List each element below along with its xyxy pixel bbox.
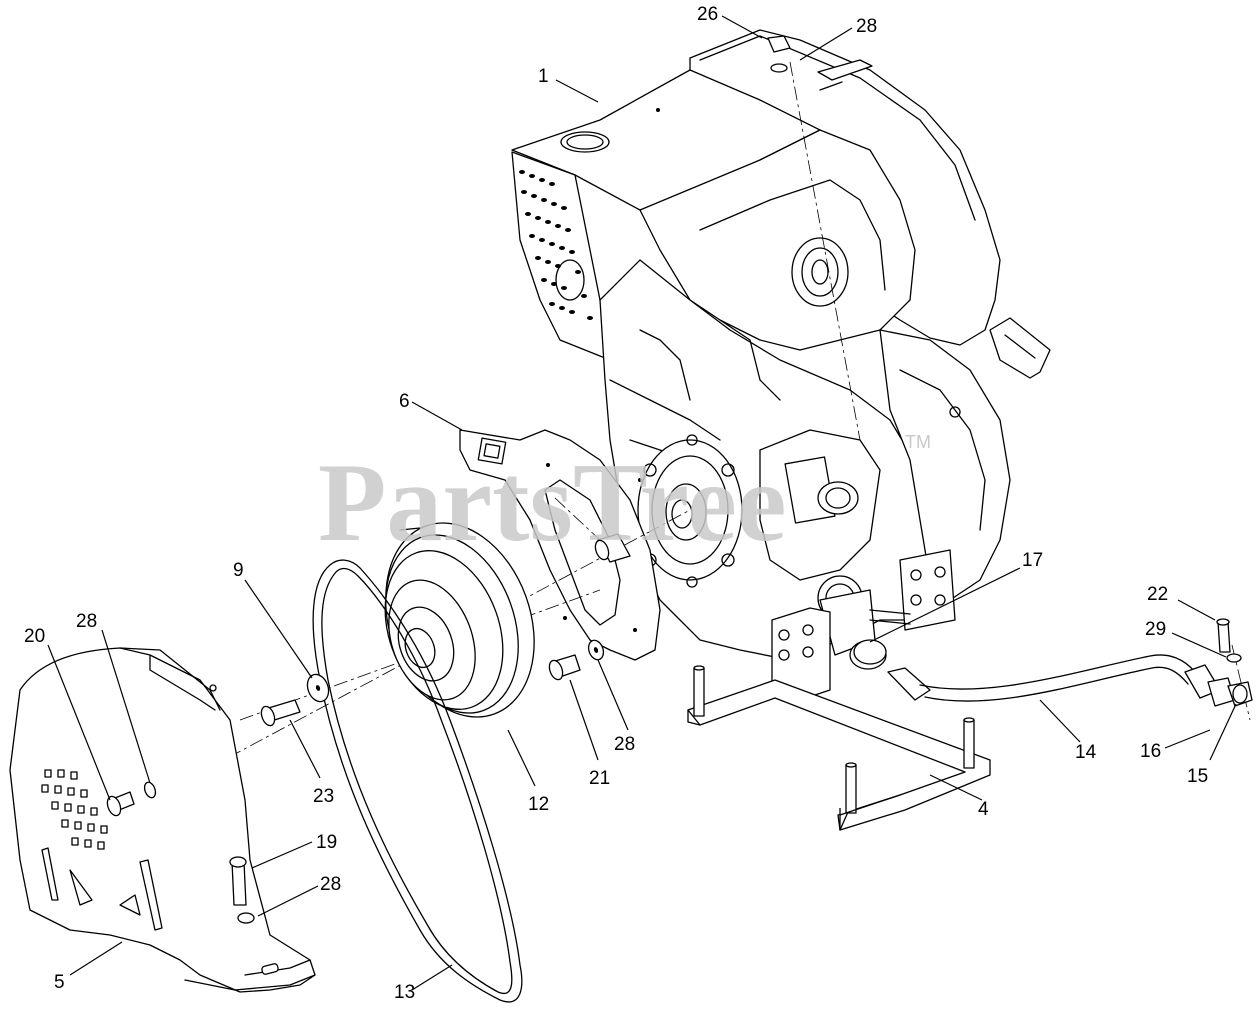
- callout-15: 15: [1187, 766, 1208, 787]
- watermark-text: PartsTree: [318, 441, 787, 565]
- callout-9: 9: [233, 560, 244, 581]
- callout-28: 28: [320, 874, 341, 895]
- callout-13: 13: [394, 982, 415, 1003]
- leader-lines: [47, 15, 1237, 991]
- oil-drain-hose: [853, 639, 1253, 707]
- shaft-spacer: [594, 533, 631, 563]
- watermark: PartsTree TM: [318, 432, 931, 565]
- watermark-trademark: TM: [905, 432, 931, 452]
- callout-4: 4: [978, 799, 989, 820]
- callout-12: 12: [528, 794, 549, 815]
- callout-21: 21: [589, 768, 610, 789]
- drive-belt: [312, 559, 523, 1003]
- callout-28: 28: [614, 734, 635, 755]
- callout-6: 6: [399, 391, 410, 412]
- callout-5: 5: [54, 972, 65, 993]
- part-callouts: 26 28 1 6 9 28 20 17 22 29 14 16 15 28 2…: [24, 4, 1208, 1003]
- belt-guard: [9, 647, 316, 993]
- engine-base-frame: [687, 665, 991, 831]
- guard-vent-slots: [41, 769, 108, 850]
- callout-26: 26: [697, 4, 718, 25]
- callout-23: 23: [313, 786, 334, 807]
- cooling-grille: [519, 170, 593, 320]
- callout-28: 28: [76, 611, 97, 632]
- callout-14: 14: [1075, 742, 1097, 763]
- callout-1: 1: [538, 66, 549, 87]
- callout-19: 19: [316, 832, 337, 853]
- callout-29: 29: [1145, 619, 1166, 640]
- callout-22: 22: [1147, 584, 1168, 605]
- hardware: [106, 35, 1242, 924]
- engine-assembly: [511, 29, 1051, 701]
- gasket-plate: [459, 429, 661, 661]
- callout-28: 28: [856, 16, 877, 37]
- callout-17: 17: [1022, 550, 1043, 571]
- callout-20: 20: [24, 626, 45, 647]
- callout-16: 16: [1140, 741, 1161, 762]
